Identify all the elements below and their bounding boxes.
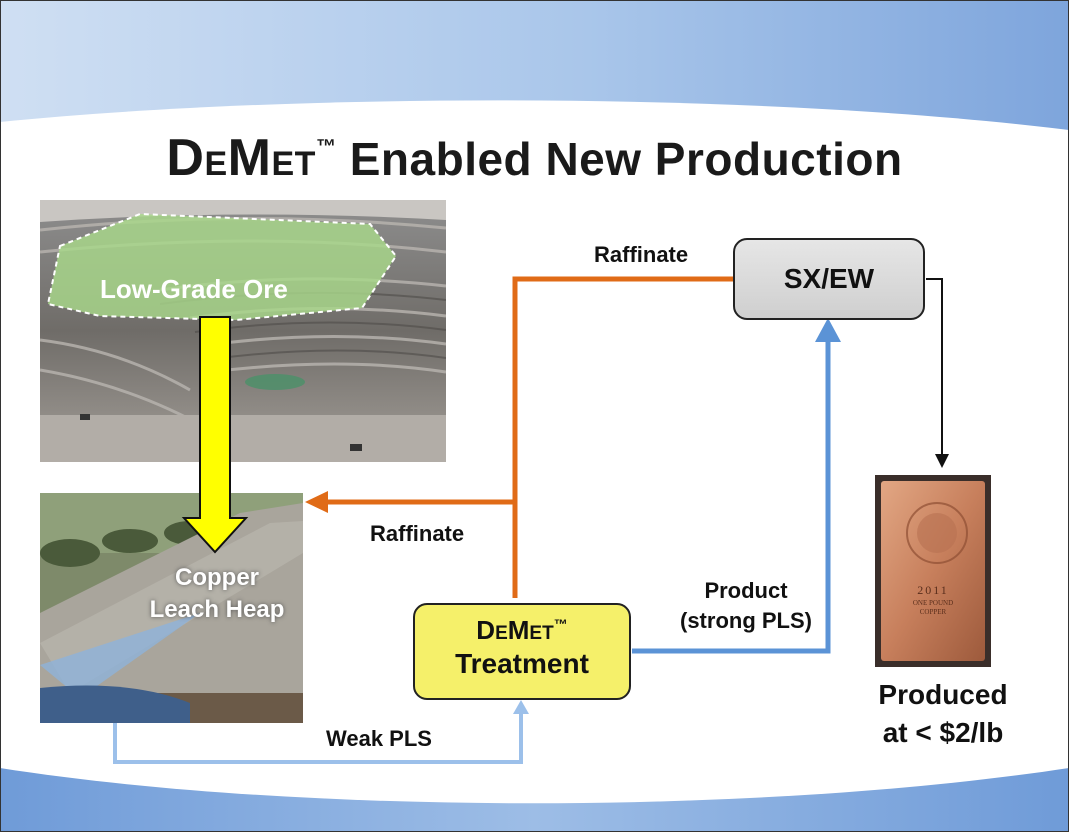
product-label: Product (strong PLS) — [646, 576, 846, 636]
demet-treatment-box: DEMET™ Treatment — [413, 603, 631, 700]
copper-bar-line2: COPPER — [919, 608, 947, 616]
copper-bar-photo: 2011 ONE POUND COPPER — [875, 475, 991, 667]
produced-label-line2: at < $2/lb — [882, 717, 1004, 748]
copper-bar-line1: ONE POUND — [912, 599, 954, 607]
produced-cost-label: Produced at < $2/lb — [848, 676, 1038, 752]
raffinate-top-label: Raffinate — [594, 242, 689, 267]
weak-pls-label: Weak PLS — [326, 726, 432, 751]
heap-label-line2: Leach Heap — [149, 596, 285, 623]
raffinate-left-label: Raffinate — [370, 521, 465, 546]
copper-bar-year: 2011 — [917, 583, 949, 597]
heap-label-line1: Copper — [175, 564, 259, 591]
demet-box-treatment: Treatment — [455, 648, 589, 679]
demet-box-brand: DEMET™ — [476, 615, 568, 645]
product-label-line2: (strong PLS) — [680, 608, 812, 633]
copper-leach-heap-label: Copper Leach Heap — [132, 562, 302, 626]
produced-label-line1: Produced — [878, 679, 1008, 710]
low-grade-ore-label: Low-Grade Ore — [100, 274, 288, 304]
product-label-line1: Product — [704, 578, 788, 603]
sxew-label: SX/EW — [783, 263, 875, 294]
slide-title: DEMET™ Enabled New Production — [166, 129, 903, 187]
sxew-box: SX/EW — [733, 238, 925, 320]
open-pit-mine-photo — [40, 200, 446, 462]
